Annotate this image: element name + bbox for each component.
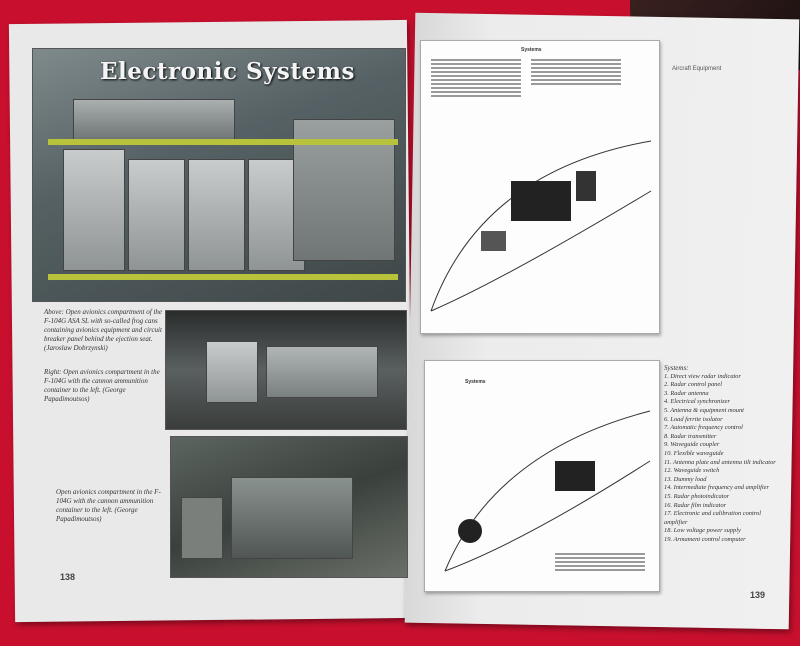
equipment-box [188, 159, 245, 271]
diagram-legend-table [531, 57, 621, 87]
systems-diagram-bottom: Systems [424, 360, 660, 592]
diagram-legend-table [431, 57, 521, 99]
legend-item: 4. Electrical synchronizer [664, 398, 730, 406]
avionics-photo-lower [170, 436, 408, 578]
legend-item: 14. Intermediate frequency and amplifier [664, 484, 770, 492]
diagram-legend-table [555, 551, 645, 573]
legend-item: 5. Antenna & equipment mount [664, 406, 744, 414]
caption-lower: Open avionics compartment in the F-104G … [56, 488, 161, 523]
upper-equipment [73, 99, 235, 141]
legend-item: 2. Radar control panel [664, 381, 722, 389]
legend-item: 7. Automatic frequency control [664, 424, 743, 432]
equipment-box [128, 159, 185, 271]
legend-item: 1. Direct view radar indicator [664, 372, 741, 380]
caption-above: Above: Open avionics compartment of the … [44, 308, 162, 352]
page-number-left: 138 [60, 572, 76, 582]
legend-item: 8. Radar transmitter [664, 432, 717, 440]
legend-item: 17. Electronic and calibration control a… [664, 510, 761, 526]
legend-item: 18. Low voltage power supply [664, 527, 741, 535]
diagram-title: Systems [465, 379, 486, 385]
diagram-title: Systems [521, 47, 542, 53]
fuselage-drawing [444, 410, 651, 572]
legend-item: 19. Armament control computer [664, 535, 746, 543]
legend-item: 6. Load ferrite isolator [664, 415, 723, 423]
legend-item: 11. Antenna plate and antenna tilt indic… [664, 458, 776, 466]
legend-item: 9. Waveguide coupler [664, 441, 720, 449]
caption-right: Right: Open avionics compartment in the … [44, 368, 160, 403]
fuselage-drawing [430, 140, 652, 312]
yellow-frame [48, 274, 398, 280]
legend-item: 15. Radar photoindicator [664, 492, 730, 500]
legend-item: 10. Flexible waveguide [664, 449, 724, 457]
avionics-photo-main [32, 48, 406, 302]
page-number-right: 139 [750, 590, 766, 600]
legend-item: 12. Waveguide switch [664, 467, 720, 475]
yellow-frame [48, 139, 398, 145]
equipment-box [181, 497, 223, 559]
systems-legend: Systems: 1. Direct view radar indicator … [664, 364, 784, 544]
legend-title: Systems: [664, 364, 689, 372]
legend-item: 16. Radar film indicator [664, 501, 727, 509]
equipment-box [63, 149, 125, 271]
equipment-box [231, 477, 353, 559]
systems-diagram-top: Systems [420, 40, 660, 334]
legend-item: 3. Radar antenna [664, 389, 709, 397]
legend-item: 13. Dummy load [664, 475, 707, 483]
page-title: Electronic Systems [100, 58, 355, 85]
avionics-photo-right [165, 310, 407, 430]
equipment-box [206, 341, 258, 403]
page-header-right: Aircraft Equipment [672, 66, 722, 72]
equipment-box [266, 346, 378, 398]
